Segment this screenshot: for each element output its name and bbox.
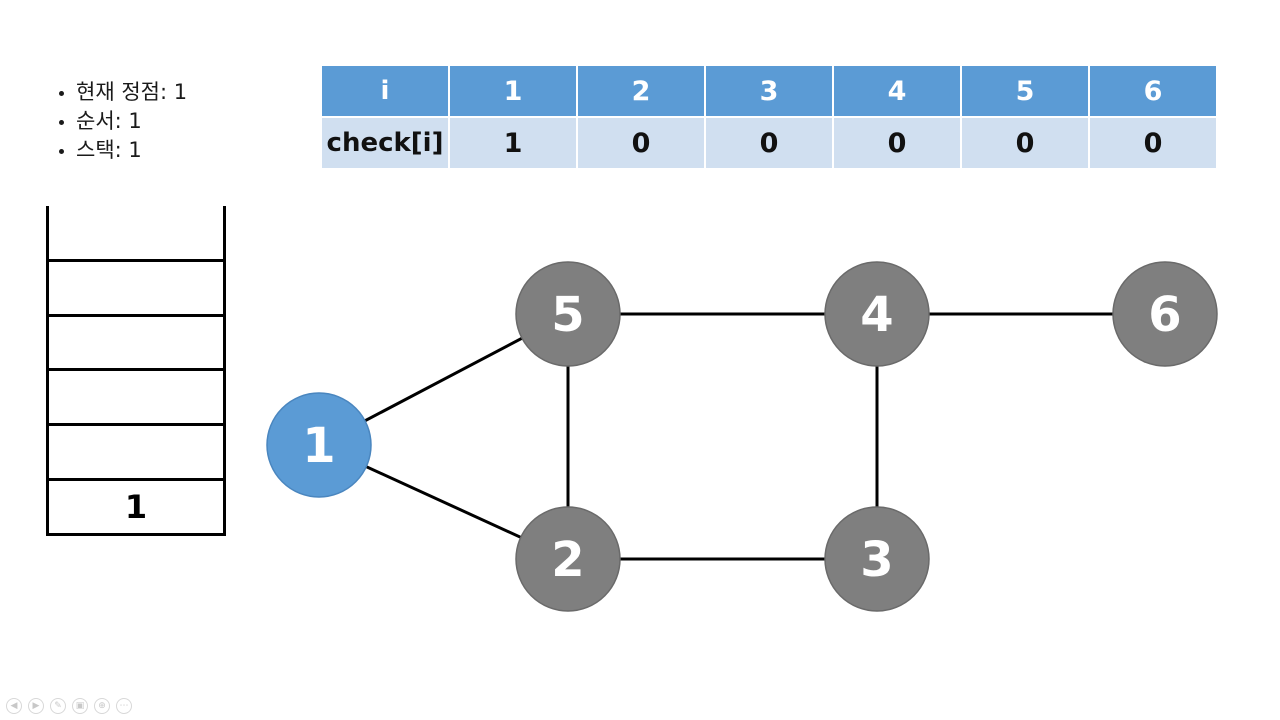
stack-divider bbox=[46, 314, 226, 317]
node-1 bbox=[266, 392, 372, 498]
check-cell: 0 bbox=[832, 116, 962, 170]
pen-icon[interactable]: ✎ bbox=[50, 698, 66, 714]
check-table: i 1 2 3 4 5 6 check[i] 1 0 0 0 0 0 bbox=[320, 64, 1218, 170]
stack-right-wall bbox=[223, 206, 226, 536]
check-table-header-row: i 1 2 3 4 5 6 bbox=[320, 64, 1218, 118]
check-cell: 0 bbox=[576, 116, 706, 170]
header-cell: 5 bbox=[960, 64, 1090, 118]
header-cell: 1 bbox=[448, 64, 578, 118]
stack-left-wall bbox=[46, 206, 49, 536]
check-cell: 0 bbox=[1088, 116, 1218, 170]
node-3 bbox=[824, 506, 930, 612]
node-label-1: 1 bbox=[302, 418, 335, 474]
header-cell: 6 bbox=[1088, 64, 1218, 118]
zoom-icon[interactable]: ⊕ bbox=[94, 698, 110, 714]
header-cell: 2 bbox=[576, 64, 706, 118]
node-label-3: 3 bbox=[860, 532, 893, 588]
stack-container: 1 bbox=[46, 206, 226, 536]
order-text: 순서: 1 bbox=[58, 107, 187, 136]
stack-divider bbox=[46, 478, 226, 481]
more-icon[interactable]: ⋯ bbox=[116, 698, 132, 714]
check-cell: 0 bbox=[960, 116, 1090, 170]
header-cell-i: i bbox=[320, 64, 450, 118]
node-label-5: 5 bbox=[551, 287, 584, 343]
header-cell: 4 bbox=[832, 64, 962, 118]
current-vertex-text: 현재 정점: 1 bbox=[58, 78, 187, 107]
slides-icon[interactable]: ▣ bbox=[72, 698, 88, 714]
status-list: 현재 정점: 1 순서: 1 스택: 1 bbox=[58, 78, 187, 165]
prev-icon[interactable]: ◀ bbox=[6, 698, 22, 714]
node-6 bbox=[1112, 261, 1218, 367]
check-cell: 1 bbox=[448, 116, 578, 170]
header-cell: 3 bbox=[704, 64, 834, 118]
check-table-value-row: check[i] 1 0 0 0 0 0 bbox=[320, 116, 1218, 170]
stack-divider bbox=[46, 259, 226, 262]
node-label-2: 2 bbox=[551, 532, 584, 588]
node-label-4: 4 bbox=[860, 287, 893, 343]
stack-divider bbox=[46, 423, 226, 426]
node-2 bbox=[515, 506, 621, 612]
check-cell: 0 bbox=[704, 116, 834, 170]
node-4 bbox=[824, 261, 930, 367]
node-label-6: 6 bbox=[1148, 287, 1181, 343]
row-label-check: check[i] bbox=[320, 116, 450, 170]
node-5 bbox=[515, 261, 621, 367]
slide-controls: ◀ ▶ ✎ ▣ ⊕ ⋯ bbox=[6, 698, 132, 714]
stack-bottom bbox=[46, 533, 226, 536]
stack-slot: 1 bbox=[124, 488, 148, 526]
next-icon[interactable]: ▶ bbox=[28, 698, 44, 714]
stack-text: 스택: 1 bbox=[58, 136, 187, 165]
stack-divider bbox=[46, 368, 226, 371]
